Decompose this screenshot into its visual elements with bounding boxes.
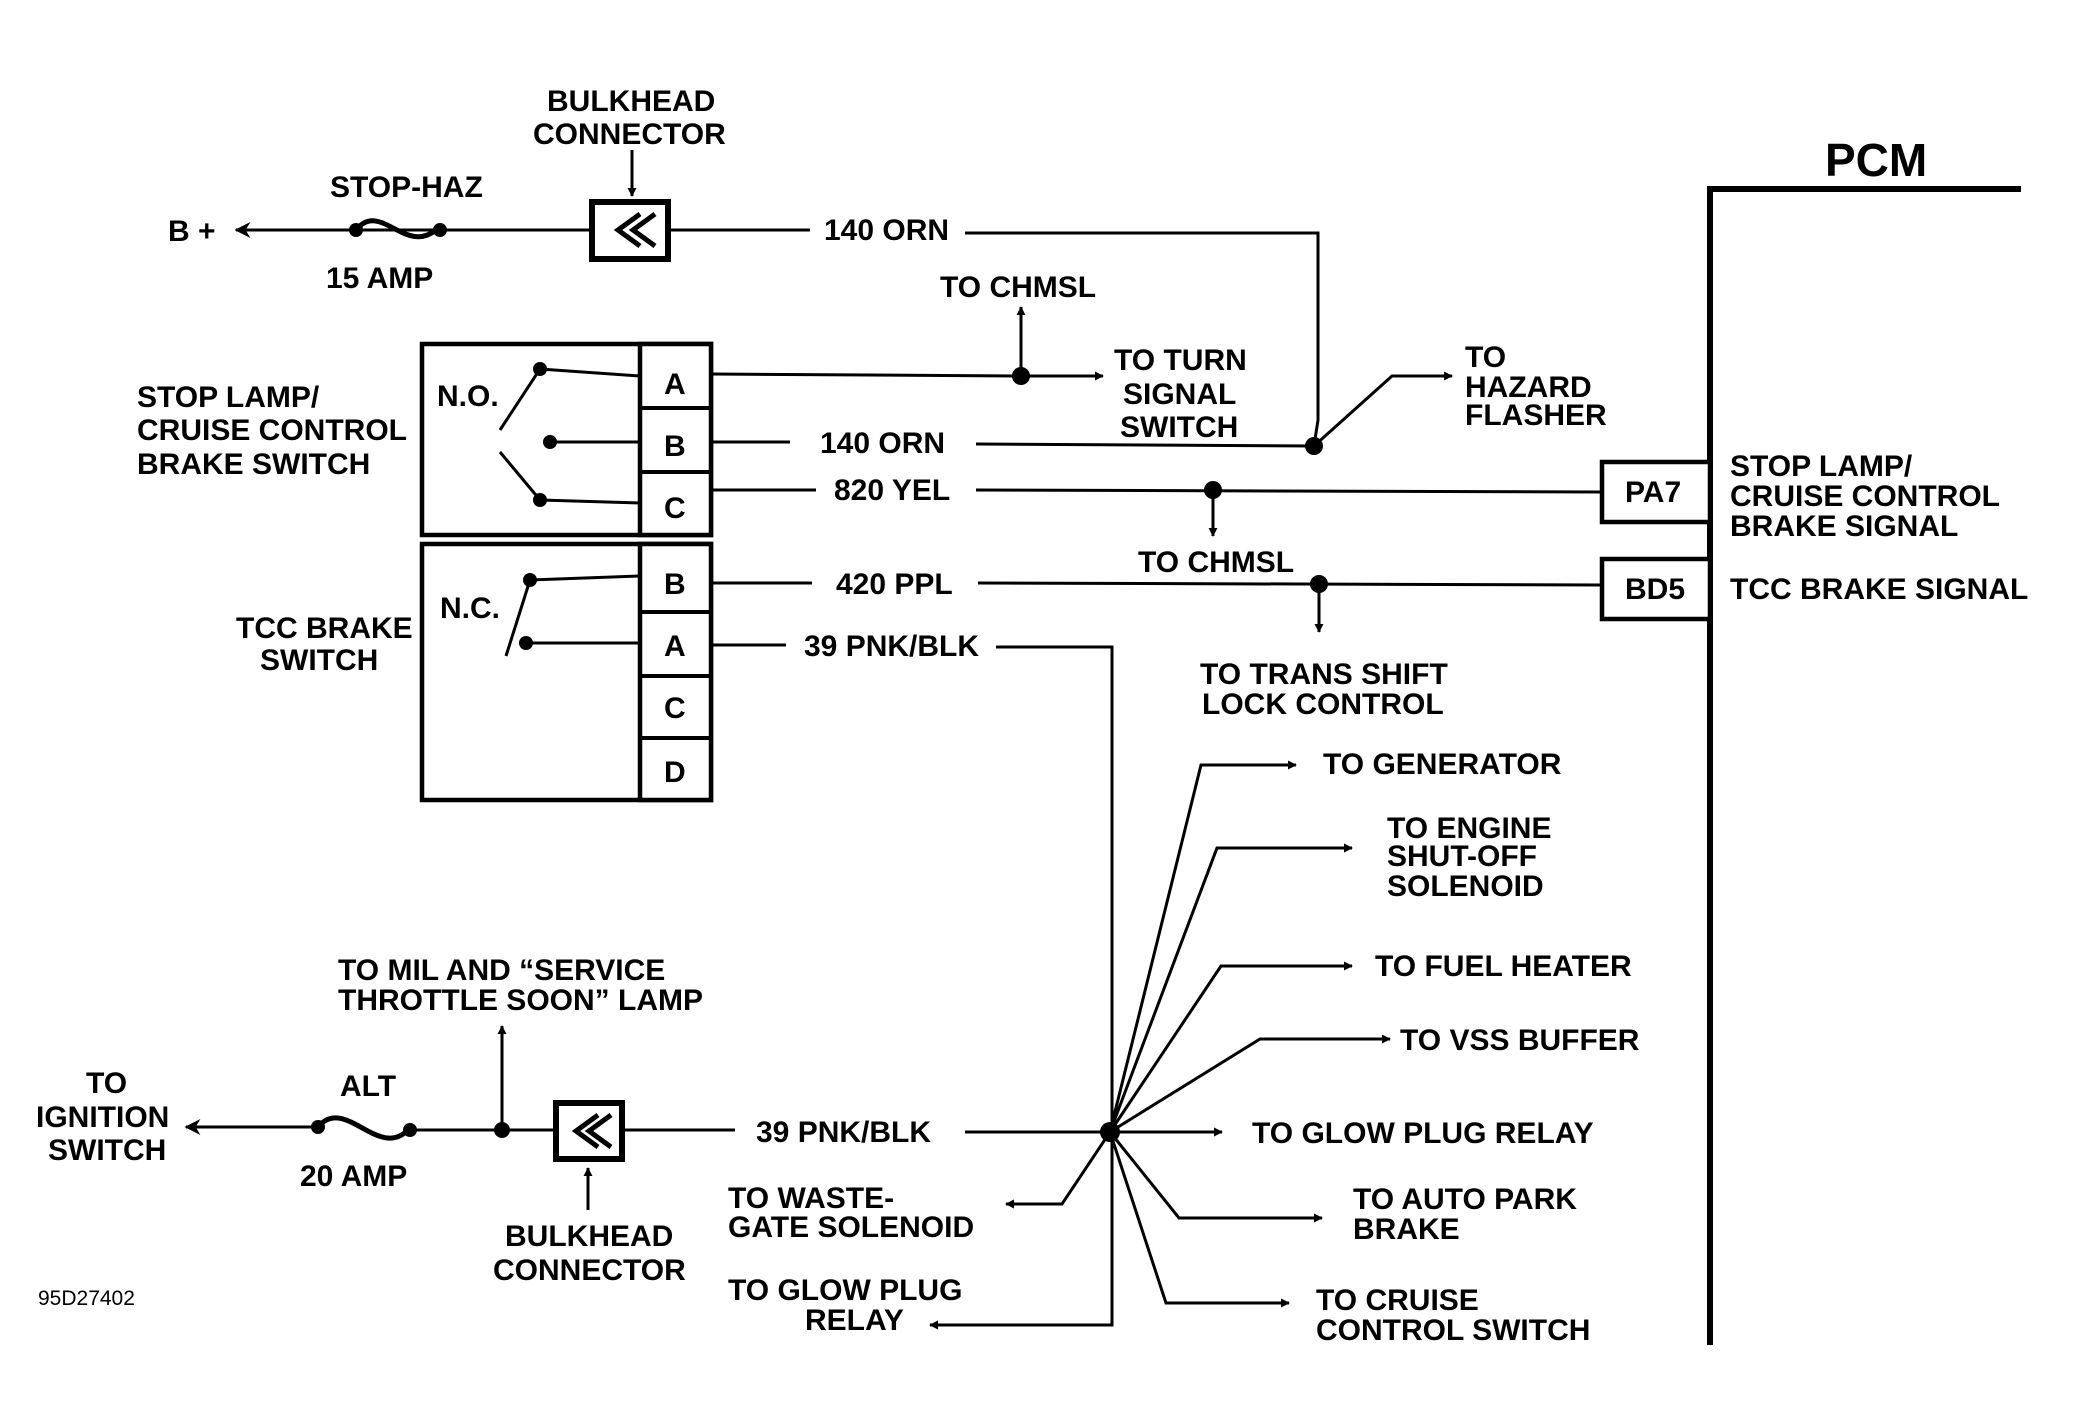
to-auto-park-brake-arrow bbox=[1108, 1131, 1323, 1223]
to-auto-park-brake-label-2: BRAKE bbox=[1353, 1213, 1460, 1246]
to-glow-plug-relay-right-label: TO GLOW PLUG RELAY bbox=[1252, 1117, 1594, 1150]
stop-lamp-switch-name-2: CRUISE CONTROL bbox=[137, 414, 407, 447]
tcc-pin-b-circuit: 420 PPL TO TRANS SHIFT LOCK CONTROL BD5 … bbox=[711, 556, 2028, 721]
to-engine-shutoff-arrow bbox=[1108, 843, 1353, 1133]
wire-820-yel: 820 YEL bbox=[834, 474, 950, 507]
to-ignition-label-1: TO bbox=[86, 1067, 127, 1100]
alt-fuse-rating: 20 AMP bbox=[300, 1160, 407, 1193]
to-turn-signal-label-3: SWITCH bbox=[1120, 411, 1238, 444]
pin-b-circuit: 140 ORN TO HAZARD FLASHER bbox=[711, 341, 1607, 460]
wire-140-orn-b: 140 ORN bbox=[820, 427, 945, 460]
to-hazard-label-3: FLASHER bbox=[1465, 399, 1607, 432]
alt-circuit: TO IGNITION SWITCH ALT 20 AMP TO MIL AND… bbox=[36, 954, 1120, 1287]
to-glow-plug-relay-left-label-1: TO GLOW PLUG bbox=[728, 1274, 962, 1307]
stop-lamp-switch-state: N.O. bbox=[437, 380, 499, 413]
pa7-signal-2: CRUISE CONTROL bbox=[1730, 480, 2000, 513]
to-engine-shutoff-label-2: SHUT-OFF bbox=[1387, 840, 1537, 873]
to-engine-shutoff-label-1: TO ENGINE bbox=[1387, 812, 1551, 845]
tcc-pin-a: A bbox=[664, 630, 686, 663]
to-vss-buffer-label: TO VSS BUFFER bbox=[1400, 1024, 1640, 1057]
stop-lamp-pin-c: C bbox=[664, 492, 686, 525]
tcc-switch-name-1: TCC BRAKE bbox=[236, 612, 413, 645]
alt-fuse bbox=[316, 1115, 410, 1141]
b-plus-label: B + bbox=[168, 215, 216, 248]
wire-420-ppl: 420 PPL bbox=[836, 568, 953, 601]
to-vss-buffer-arrow bbox=[1109, 1034, 1391, 1134]
bulkhead-connector-bottom bbox=[553, 1100, 625, 1162]
tcc-pin-a-circuit: 39 PNK/BLK bbox=[711, 630, 1114, 1132]
tcc-pin-b: B bbox=[664, 568, 686, 601]
wire-39-pnk-blk-bottom: 39 PNK/BLK bbox=[756, 1116, 931, 1149]
to-engine-shutoff-label-3: SOLENOID bbox=[1387, 870, 1544, 903]
to-turn-signal-label-1: TO TURN bbox=[1114, 344, 1247, 377]
to-hazard-arrow bbox=[1312, 371, 1453, 448]
figure-id: 95D27402 bbox=[38, 1287, 135, 1310]
to-ignition-label-3: SWITCH bbox=[48, 1134, 166, 1167]
to-fuel-heater-label: TO FUEL HEATER bbox=[1375, 950, 1632, 983]
wire-39-pnk-blk-a: 39 PNK/BLK bbox=[804, 630, 979, 663]
to-trans-shift-label-1: TO TRANS SHIFT bbox=[1200, 658, 1448, 691]
to-cruise-control-switch-label-1: TO CRUISE bbox=[1316, 1284, 1479, 1317]
to-glow-plug-relay-left-arrow bbox=[929, 1132, 1114, 1330]
pcm-module: PCM bbox=[1707, 134, 2021, 1345]
to-fuel-heater-arrow bbox=[1108, 961, 1353, 1133]
bulkhead-connector-top bbox=[589, 199, 671, 262]
to-glow-plug-relay-left-label-2: RELAY bbox=[805, 1304, 904, 1337]
pin-c-circuit: 820 YEL TO CHMSL PA7 STOP LAMP/ CRUISE C… bbox=[711, 450, 2000, 579]
pcm-title: PCM bbox=[1825, 134, 1927, 186]
bulkhead-label-top-2: CONNECTOR bbox=[533, 118, 726, 151]
pcm-pin-bd5-box bbox=[1599, 556, 1713, 622]
tcc-switch-state: N.C. bbox=[440, 592, 500, 625]
to-generator-arrow bbox=[1108, 760, 1297, 1133]
pcm-pin-bd5: BD5 bbox=[1625, 573, 1685, 606]
to-wastegate-arrow bbox=[1005, 1131, 1112, 1209]
to-wastegate-label-2: GATE SOLENOID bbox=[728, 1211, 974, 1244]
pa7-signal-1: STOP LAMP/ bbox=[1730, 450, 1913, 483]
stop-haz-fuse bbox=[354, 218, 438, 240]
stop-haz-fuse-name: STOP-HAZ bbox=[330, 171, 483, 204]
to-mil-label-1: TO MIL AND “SERVICE bbox=[338, 954, 665, 987]
to-auto-park-brake-label-1: TO AUTO PARK bbox=[1353, 1183, 1577, 1216]
pcm-pin-pa7-box bbox=[1599, 459, 1713, 525]
to-cruise-control-switch-label-2: CONTROL SWITCH bbox=[1316, 1314, 1590, 1347]
stop-lamp-switch-name-3: BRAKE SWITCH bbox=[137, 448, 370, 481]
bulkhead-label-top-1: BULKHEAD bbox=[547, 85, 715, 118]
stop-lamp-switch-name-1: STOP LAMP/ bbox=[137, 381, 320, 414]
to-turn-signal-label-2: SIGNAL bbox=[1123, 378, 1236, 411]
alt-fuse-name: ALT bbox=[340, 1070, 396, 1103]
tcc-switch-name-2: SWITCH bbox=[260, 644, 378, 677]
to-cruise-control-switch-arrow bbox=[1108, 1131, 1290, 1308]
wire-140-orn-top: 140 ORN bbox=[824, 214, 949, 247]
bd5-signal: TCC BRAKE SIGNAL bbox=[1730, 573, 2028, 606]
to-ignition-label-2: IGNITION bbox=[36, 1101, 169, 1134]
to-hazard-label-2: HAZARD bbox=[1465, 371, 1592, 404]
splice-fanout: TO GENERATOR TO ENGINE SHUT-OFF SOLENOID… bbox=[728, 748, 1640, 1347]
stop-haz-fuse-rating: 15 AMP bbox=[326, 262, 433, 295]
stop-lamp-cruise-brake-switch: A B C N.O. STOP LAMP/ CRUISE CONTROL BRA… bbox=[137, 341, 714, 538]
to-hazard-label-1: TO bbox=[1465, 341, 1506, 374]
to-wastegate-label-1: TO WASTE- bbox=[728, 1182, 894, 1215]
pcm-pin-pa7: PA7 bbox=[1625, 476, 1681, 509]
stop-lamp-pin-a: A bbox=[664, 368, 686, 401]
tcc-pin-d: D bbox=[664, 756, 686, 789]
pin-a-circuit: TO CHMSL TO TURN SIGNAL SWITCH bbox=[710, 271, 1247, 444]
stop-lamp-pin-b: B bbox=[664, 430, 686, 463]
tcc-pin-c: C bbox=[664, 692, 686, 725]
bulkhead-label-bottom-1: BULKHEAD bbox=[505, 1220, 673, 1253]
to-mil-label-2: THROTTLE SOON” LAMP bbox=[338, 984, 703, 1017]
pa7-signal-3: BRAKE SIGNAL bbox=[1730, 510, 1958, 543]
tcc-brake-switch: B A C D N.C. TCC BRAKE SWITCH bbox=[236, 541, 714, 803]
to-chmsl-top-label: TO CHMSL bbox=[940, 271, 1096, 304]
to-trans-shift-label-2: LOCK CONTROL bbox=[1202, 688, 1444, 721]
bulkhead-label-bottom-2: CONNECTOR bbox=[493, 1254, 686, 1287]
stop-haz-circuit: B + STOP-HAZ 15 AMP BULKHEAD CONNECTOR 1… bbox=[168, 85, 1320, 447]
to-chmsl-mid-label: TO CHMSL bbox=[1138, 546, 1294, 579]
to-generator-label: TO GENERATOR bbox=[1323, 748, 1562, 781]
